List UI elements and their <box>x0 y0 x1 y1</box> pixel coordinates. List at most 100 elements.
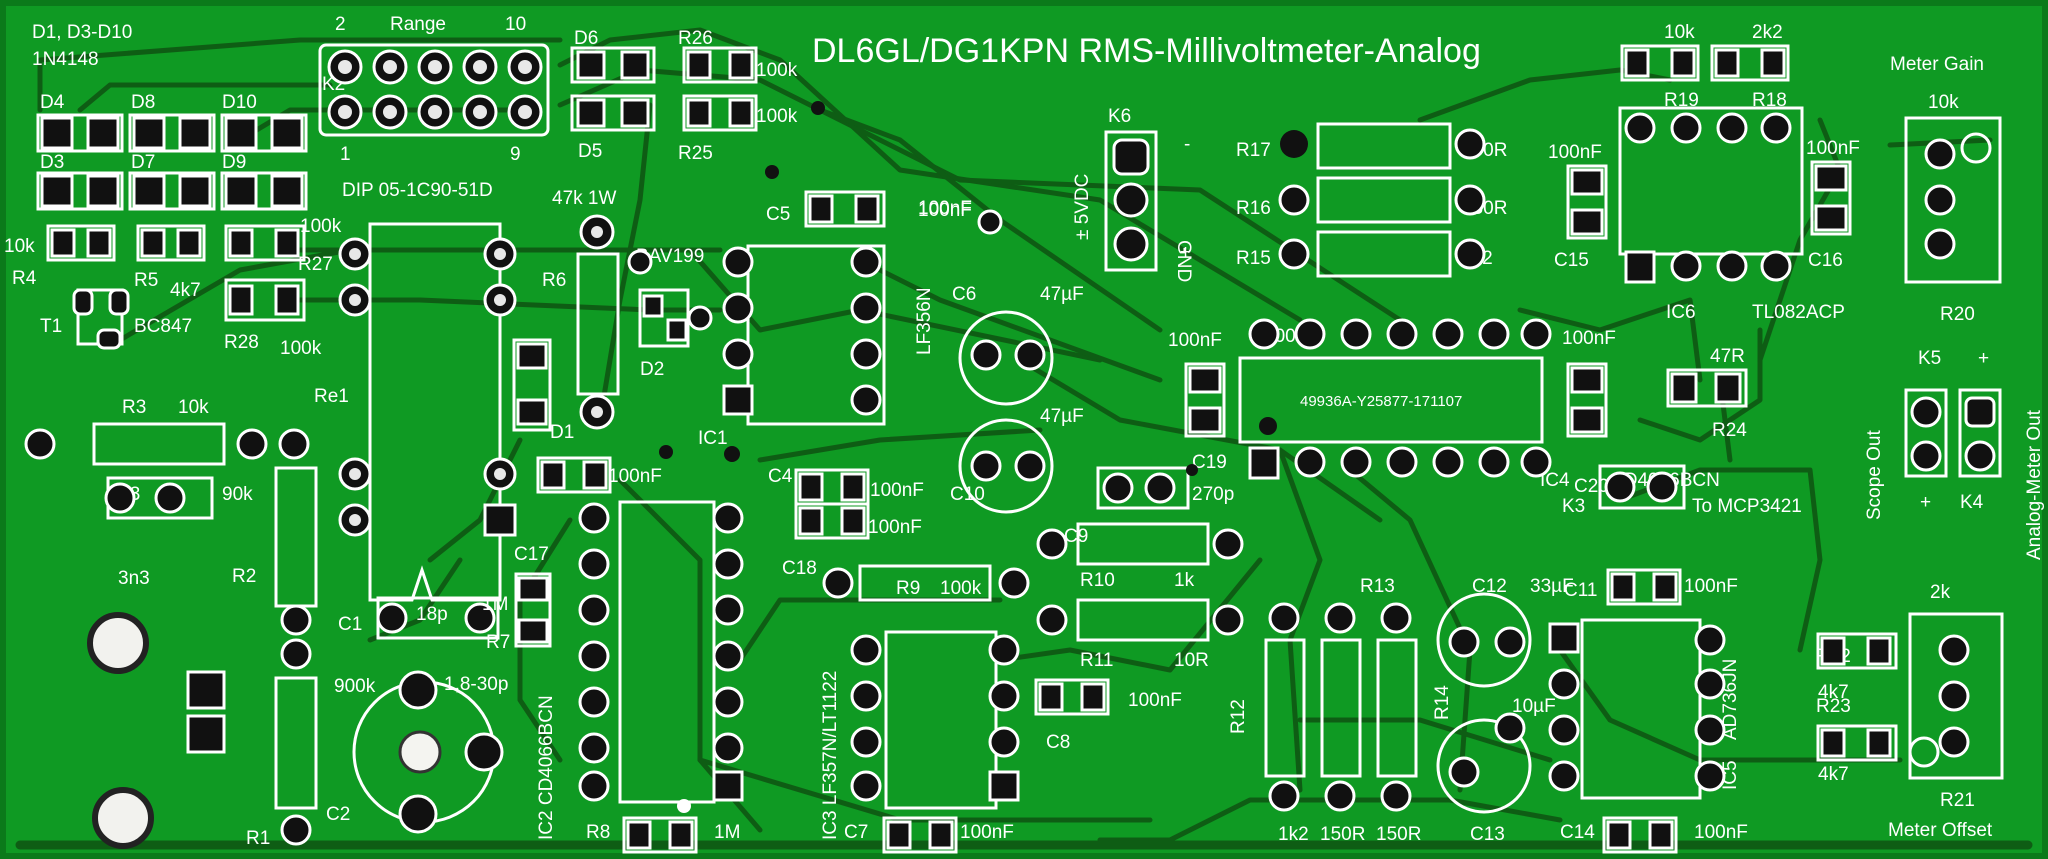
svg-text:100k: 100k <box>756 106 798 127</box>
svg-text:IC2 CD4066BCN: IC2 CD4066BCN <box>536 695 557 840</box>
svg-text:R3: R3 <box>122 397 146 418</box>
svg-text:900k: 900k <box>334 676 376 697</box>
ic3-lf357n: IC3 LF357N/LT1122 R9 100k C7 100nF 100nF… <box>820 564 1182 854</box>
svg-text:47µF: 47µF <box>1040 406 1084 427</box>
svg-text:R18: R18 <box>1752 90 1787 111</box>
c9-c19-r10-r11: C9 C19 270p 100nF R10 1k R11 10R <box>1036 330 1244 671</box>
svg-text:R25: R25 <box>678 143 713 164</box>
svg-text:R9: R9 <box>896 578 920 599</box>
svg-text:K6: K6 <box>1108 106 1131 127</box>
svg-text:C4: C4 <box>768 466 793 487</box>
svg-text:150R: 150R <box>1376 824 1421 845</box>
svg-text:R16: R16 <box>1236 198 1271 219</box>
k3-c11: K3 To MCP3421 C11 100nF <box>1562 464 1802 606</box>
d1-d2: D1 D2 BAV199 <box>512 246 713 443</box>
svg-text:150R: 150R <box>1320 824 1365 845</box>
svg-text:1k: 1k <box>1174 570 1195 591</box>
board-title: DL6GL/DG1KPN RMS-Millivoltmeter-Analog <box>812 32 1481 70</box>
svg-text:10: 10 <box>505 14 526 35</box>
dip-label: DIP 05-1C90-51D <box>342 180 493 201</box>
svg-text:4k7: 4k7 <box>1818 764 1849 785</box>
svg-text:IC6: IC6 <box>1666 302 1696 323</box>
svg-text:R2: R2 <box>232 566 256 587</box>
ic6-tl082: 10k 2k2 R19 R18 100nF C15 100nF C16 IC6 … <box>1548 22 1860 323</box>
svg-text:10k: 10k <box>178 397 209 418</box>
svg-text:4k7: 4k7 <box>1818 682 1849 703</box>
svg-text:100k: 100k <box>300 216 342 237</box>
svg-text:90k: 90k <box>222 484 253 505</box>
svg-text:C13: C13 <box>1470 824 1505 845</box>
svg-text:100nF: 100nF <box>1548 142 1602 163</box>
svg-text:1M: 1M <box>482 594 508 615</box>
svg-text:33µF: 33µF <box>1530 576 1574 597</box>
svg-text:R13: R13 <box>1360 576 1395 597</box>
svg-text:BAV199: BAV199 <box>636 246 704 267</box>
svg-text:R4: R4 <box>12 268 37 289</box>
ic4-chip-marking: 49936A-Y25877-171107 <box>1300 393 1462 410</box>
range-label: Range <box>390 14 446 35</box>
svg-text:C16: C16 <box>1808 250 1843 271</box>
svg-text:T1: T1 <box>40 316 62 337</box>
svg-text:100nF: 100nF <box>870 480 924 501</box>
d4-label: D4 <box>40 92 65 113</box>
left-lower-components: R3 10k C3 90k 3n3 R2 900k R1 C2 C1 18p 1… <box>24 397 552 849</box>
svg-text:R28: R28 <box>224 332 259 353</box>
range-switch: 2 Range 10 K2 1 9 DIP 05-1C90-51D <box>318 14 550 201</box>
svg-text:R10: R10 <box>1080 570 1115 591</box>
svg-text:47k 1W: 47k 1W <box>552 188 616 209</box>
svg-text:R5: R5 <box>134 270 158 291</box>
svg-text:C17: C17 <box>514 544 549 565</box>
svg-text:C6: C6 <box>952 284 976 305</box>
r15-r16-r17: R17 150R R16 150R R15 1k2 <box>1236 122 1507 278</box>
d8-label: D8 <box>131 92 155 113</box>
svg-text:R27: R27 <box>298 254 333 275</box>
r21-r22-r23: R22 4k7 R23 4k7 2k R21 Meter Offset <box>1816 582 2004 841</box>
svg-text:R15: R15 <box>1236 248 1271 269</box>
diode-type: 1N4148 <box>32 49 99 70</box>
svg-text:± 5VDC: ± 5VDC <box>1072 174 1093 240</box>
svg-text:LF356N: LF356N <box>914 287 935 355</box>
svg-text:BC847: BC847 <box>134 316 192 337</box>
svg-text:R7: R7 <box>486 632 510 653</box>
svg-text:2k2: 2k2 <box>1752 22 1783 43</box>
svg-text:47µF: 47µF <box>1040 284 1084 305</box>
svg-text:1k2: 1k2 <box>1278 824 1309 845</box>
svg-text:100nF: 100nF <box>1128 690 1182 711</box>
svg-text:R11: R11 <box>1080 650 1113 671</box>
svg-text:C9: C9 <box>1064 526 1088 547</box>
diode-header: D1, D3-D10 <box>32 22 132 43</box>
svg-text:To MCP3421: To MCP3421 <box>1692 496 1802 517</box>
svg-text:R12: R12 <box>1228 699 1249 734</box>
r4-r5-t1: 10k R4 R5 4k7 T1 BC847 100k R27 R28 100k <box>4 216 342 359</box>
svg-text:R14: R14 <box>1432 685 1453 720</box>
ic1-lf356n: IC1 LF356N <box>698 244 935 449</box>
svg-text:100nF: 100nF <box>1684 576 1738 597</box>
d9-label: D9 <box>222 152 246 173</box>
svg-text:C7: C7 <box>844 822 868 843</box>
svg-text:47R: 47R <box>1710 346 1745 367</box>
svg-text:Analog-Meter Out: Analog-Meter Out <box>2024 409 2045 560</box>
svg-text:10k: 10k <box>4 236 35 257</box>
svg-text:TL082ACP: TL082ACP <box>1752 302 1845 323</box>
vias <box>659 101 1198 813</box>
svg-text:100nF: 100nF <box>1168 330 1222 351</box>
svg-text:10R: 10R <box>1174 650 1209 671</box>
svg-text:IC1: IC1 <box>698 428 728 449</box>
svg-text:R24: R24 <box>1712 420 1747 441</box>
d5-d6-r25-r26: D6 D5 R26 R25 100k 100k <box>570 28 798 164</box>
svg-text:100k: 100k <box>756 60 798 81</box>
outputs: 47R R24 K5 + Scope Out Analog-Meter Out … <box>1666 346 2045 560</box>
svg-text:100nF: 100nF <box>1694 822 1748 843</box>
svg-text:C12: C12 <box>1472 576 1507 597</box>
svg-text:R6: R6 <box>542 270 566 291</box>
svg-text:100nF: 100nF <box>868 517 922 538</box>
d10-label: D10 <box>222 92 257 113</box>
svg-text:100nF: 100nF <box>918 200 972 221</box>
svg-text:D5: D5 <box>578 141 602 162</box>
svg-text:18p: 18p <box>416 604 448 625</box>
svg-text:C11: C11 <box>1564 580 1597 601</box>
ic2-cd4066bcn: IC2 CD4066BCN R8 1M <box>536 500 744 854</box>
svg-text:D6: D6 <box>574 28 598 49</box>
svg-text:IC5: IC5 <box>1720 760 1741 790</box>
